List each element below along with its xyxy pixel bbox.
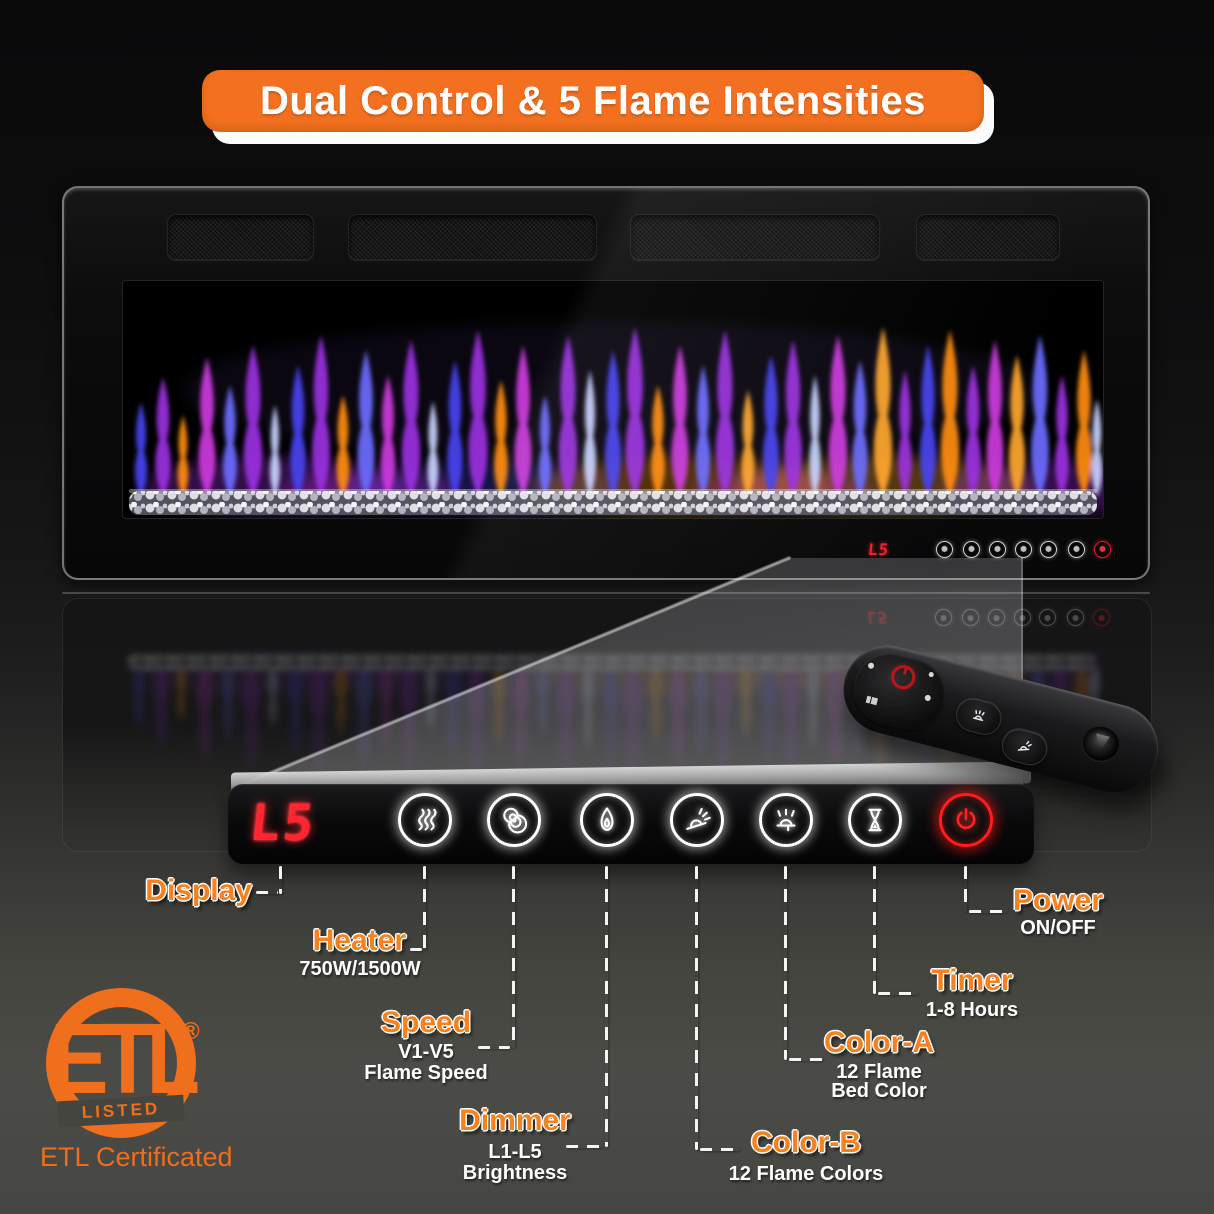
callout-line	[512, 866, 515, 1048]
callout-line	[878, 992, 918, 995]
callout-line	[423, 866, 426, 950]
headline-banner: Dual Control & 5 Flame Intensities	[202, 70, 984, 132]
vent-grille	[167, 214, 314, 260]
callout-subtext: Brightness	[462, 1162, 568, 1184]
callout-line	[566, 1145, 602, 1148]
etl-logo: ETL ® LISTED	[42, 986, 212, 1138]
callout-line	[695, 866, 698, 1150]
spiral-icon	[503, 807, 528, 834]
device-control-strip: L5	[806, 538, 1111, 564]
remote-dimmer-icon[interactable]	[867, 662, 875, 670]
timer-button[interactable]	[848, 793, 902, 847]
callout-label: Timer	[931, 964, 1013, 997]
flame-bed-icon	[776, 808, 796, 832]
remote-color-b-button[interactable]	[998, 724, 1052, 769]
mini-spiral-icon[interactable]	[963, 541, 980, 558]
etl-caption: ETL Certificated	[40, 1142, 233, 1172]
callout-line	[410, 948, 422, 951]
color-a-button[interactable]	[759, 793, 813, 847]
beam-edge	[1021, 558, 1023, 786]
power-icon	[956, 808, 976, 830]
callout-line	[605, 866, 608, 1147]
callout-subtext: 12 Flame Colors	[728, 1163, 884, 1185]
led-display: L5	[246, 794, 320, 852]
flames-image	[123, 281, 1103, 518]
callout-line	[700, 1148, 740, 1151]
speed-button[interactable]	[487, 793, 541, 847]
remote-timer-icon[interactable]	[928, 671, 935, 678]
registered-mark: ®	[182, 1018, 200, 1045]
vent-grille	[630, 214, 880, 260]
callout-label: Dimmer	[459, 1104, 571, 1137]
callout-label: Color-A	[824, 1026, 934, 1059]
banner-title: Dual Control & 5 Flame Intensities	[259, 78, 926, 123]
callout-line	[789, 1058, 823, 1061]
mini-flame-bed-icon[interactable]	[1040, 541, 1057, 558]
callout-subtext: 12 Flame	[836, 1061, 922, 1083]
lanyard-hole	[1079, 722, 1123, 765]
remote-control	[833, 636, 1168, 802]
callout-label: Color-B	[751, 1126, 861, 1159]
accent-light-icon	[1017, 740, 1032, 751]
hourglass-icon	[868, 808, 882, 832]
device-led-display: L5	[867, 540, 891, 559]
etl-ribbon-text: LISTED	[81, 1098, 161, 1123]
callout-subtext: Flame Speed	[364, 1062, 488, 1084]
callout-line	[964, 866, 967, 912]
floor-edge-line	[62, 592, 1150, 594]
flame-bed-icon	[972, 709, 985, 722]
vent-grille	[916, 214, 1060, 260]
callout-subtext: 750W/1500W	[299, 958, 421, 980]
remote-color-a-button[interactable]	[952, 694, 1006, 739]
callout-line	[784, 866, 787, 1060]
accent-light-icon	[686, 807, 711, 830]
heat-waves-icon	[418, 808, 437, 831]
callout-label: Power	[1012, 884, 1104, 917]
callout-subtext: 1-8 Hours	[925, 999, 1019, 1021]
remote-power-button[interactable]	[888, 662, 918, 692]
callout-line	[279, 866, 282, 894]
remote-speed-icon[interactable]	[924, 694, 932, 702]
callout-subtext: Bed Color	[831, 1080, 927, 1102]
flame-window	[122, 280, 1104, 519]
callout-subtext: V1-V5	[398, 1041, 454, 1063]
control-panel: L5	[228, 784, 1034, 864]
dimmer-button[interactable]	[580, 793, 634, 847]
callout-subtext: ON/OFF	[1020, 917, 1096, 939]
fireplace: L5	[62, 186, 1150, 580]
callout-line	[256, 891, 278, 894]
mini-heat-waves-icon[interactable]	[936, 541, 953, 558]
mini-accent-light-icon[interactable]	[1015, 541, 1032, 558]
callout-line	[969, 910, 1007, 913]
callout-line	[873, 866, 876, 994]
flame-icon	[600, 807, 614, 831]
vent-grille	[348, 214, 597, 260]
callout-label: Heater	[312, 924, 406, 957]
mini-power-icon[interactable]	[1094, 541, 1111, 558]
power-button[interactable]	[939, 793, 993, 847]
color-b-button[interactable]	[670, 793, 724, 847]
mini-hourglass-icon[interactable]	[1068, 541, 1085, 558]
callout-label: Display	[145, 874, 252, 907]
remote-button-cluster	[845, 645, 953, 739]
heater-button[interactable]	[398, 793, 452, 847]
callout-subtext: L1-L5	[488, 1141, 542, 1163]
mini-flame-icon[interactable]	[989, 541, 1006, 558]
callout-line	[478, 1046, 510, 1049]
callout-label: Speed	[380, 1006, 472, 1039]
remote-color-icon[interactable]	[865, 695, 879, 706]
